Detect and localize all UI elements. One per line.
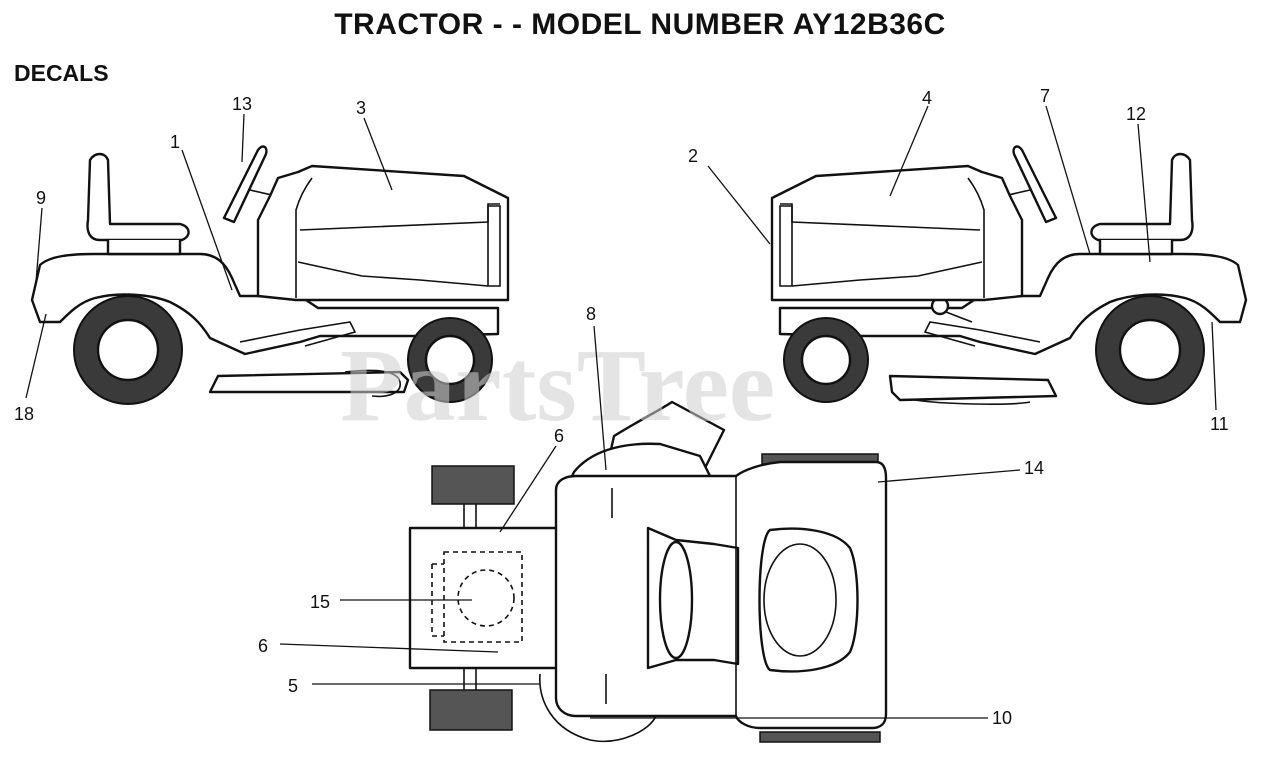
callout-1: 1 [170,132,180,152]
callout-7: 7 [1040,86,1050,106]
tractor-top-view [408,400,888,743]
diagram-title: TRACTOR - - MODEL NUMBER AY12B36C [334,8,946,41]
tractor-right-view [770,145,1248,405]
callout-11: 11 [1210,414,1229,434]
callout-6-bottom: 6 [258,636,268,656]
callout-5: 5 [288,676,298,696]
callout-2: 2 [688,146,698,166]
watermark-text: PartsTree [340,328,775,443]
callouts: 1 2 3 4 5 6 6 7 8 9 10 11 12 13 14 15 18 [14,86,1229,728]
callout-8: 8 [586,304,596,324]
callout-4: 4 [922,88,932,108]
callout-12: 12 [1126,104,1146,124]
callout-14: 14 [1024,458,1044,478]
callout-10: 10 [992,708,1012,728]
callout-6-top: 6 [554,426,564,446]
section-label: DECALS [14,60,109,86]
callout-13: 13 [232,94,252,114]
callout-18: 18 [14,404,34,424]
callout-15: 15 [310,592,330,612]
tractor-left-view [30,145,510,405]
callout-3: 3 [356,98,366,118]
leader-lines [25,105,1217,719]
callout-9: 9 [36,188,46,208]
